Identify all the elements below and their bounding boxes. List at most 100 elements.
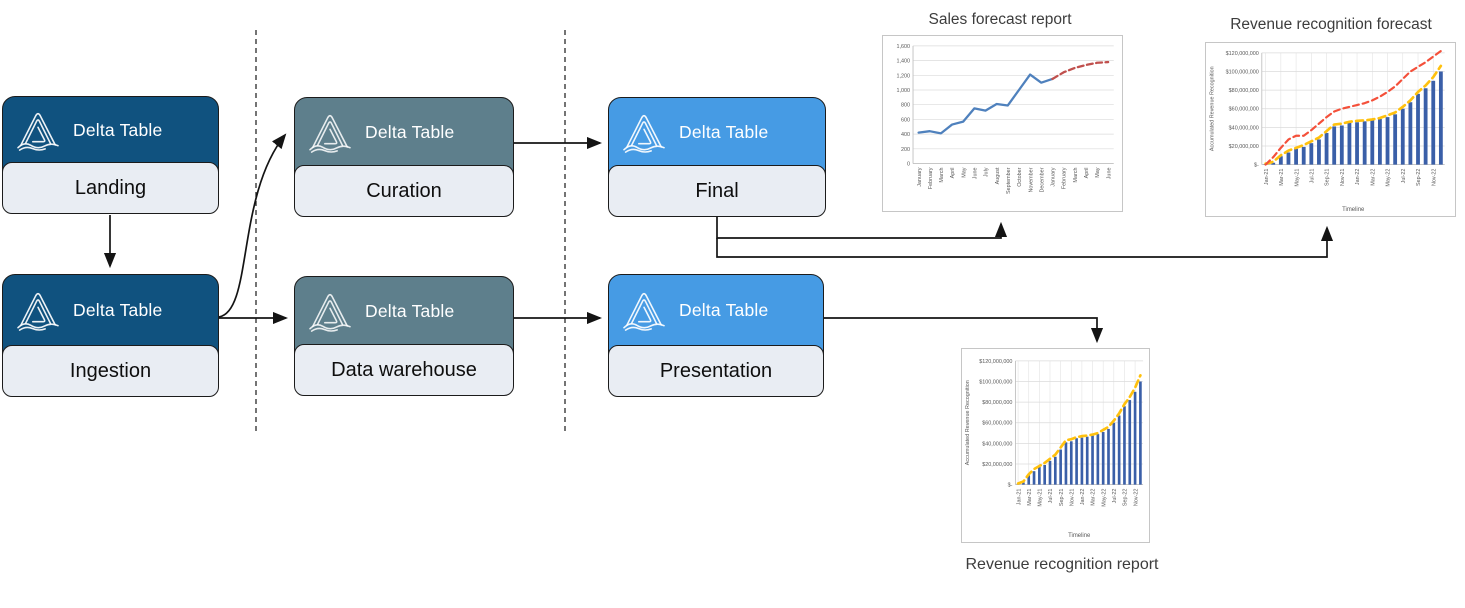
x-axis-tick-label: Mar-21 [1279, 169, 1285, 186]
node-data-warehouse: Delta Table Data warehouse [294, 276, 514, 396]
bar [1332, 126, 1337, 165]
bar [1324, 132, 1329, 165]
x-axis-tick-label: May-21 [1294, 169, 1300, 187]
delta-lake-logo-icon [309, 114, 351, 153]
y-axis-tick-label: 600 [901, 117, 910, 123]
bar [1085, 436, 1089, 485]
bar [1362, 121, 1367, 165]
forecast-chart-title: Revenue recognition forecast [1230, 16, 1432, 33]
node-presentation: Delta Table Presentation [608, 274, 824, 397]
y-axis-tick-label: $40,000,000 [1229, 125, 1259, 131]
arrow-final-to-forecast-chart [716, 225, 1334, 258]
bar [1091, 435, 1094, 485]
node-stage-label: Ingestion [2, 345, 219, 397]
node-header-label: Delta Table [679, 121, 769, 142]
x-axis-tick-label: Jan-22 [1080, 489, 1086, 506]
arrow-presentation-to-report-chart [824, 317, 1104, 344]
node-stage-label: Landing [2, 162, 219, 214]
bar [1139, 381, 1142, 485]
x-axis-tick-label: Sep-21 [1325, 169, 1331, 186]
x-axis-tick-label: March [1073, 167, 1079, 182]
x-axis-tick-label: Mar-22 [1370, 169, 1376, 186]
delta-lake-logo-icon [623, 292, 665, 331]
bar [1278, 156, 1283, 165]
node-header: Delta Table [609, 98, 825, 166]
x-axis-title: Timeline [1068, 533, 1091, 539]
y-axis-tick-label: 0 [907, 162, 910, 168]
x-axis-tick-label: May-22 [1101, 489, 1107, 507]
x-axis-tick-label: May [1095, 167, 1101, 178]
delta-lake-logo-icon [17, 112, 59, 151]
bar [1022, 482, 1025, 485]
y-axis-tick-label: 400 [901, 132, 910, 138]
node-landing: Delta Table Landing [2, 96, 219, 214]
y-axis-tick-label: $40,000,000 [982, 441, 1012, 447]
bar [1117, 415, 1121, 485]
y-axis-tick-label: 1,200 [896, 73, 910, 79]
bar [1309, 143, 1314, 165]
x-axis-tick-label: Nov-21 [1069, 489, 1075, 507]
x-axis-tick-label: June [973, 167, 979, 179]
bar [1378, 118, 1382, 165]
sales-forecast-chart: 02004006008001,0001,2001,4001,600January… [882, 35, 1123, 212]
delta-lake-logo-icon [17, 292, 59, 331]
bar [1069, 441, 1073, 485]
y-axis-tick-label: $80,000,000 [982, 400, 1012, 406]
bar [1123, 406, 1126, 485]
x-axis-tick-label: Mar-22 [1091, 489, 1097, 506]
node-curation: Delta Table Curation [294, 97, 514, 217]
bar [1347, 122, 1352, 165]
bar [1059, 449, 1062, 485]
bar [1096, 434, 1100, 485]
y-axis-tick-label: $60,000,000 [982, 421, 1012, 427]
x-axis-tick-label: January [1051, 167, 1057, 187]
x-axis-tick-label: Sep-22 [1416, 169, 1422, 186]
x-axis-tick-label: April [950, 167, 956, 178]
node-header: Delta Table [3, 97, 218, 163]
x-axis-tick-label: Jan-21 [1264, 169, 1270, 186]
x-axis-tick-label: Nov-21 [1340, 169, 1346, 186]
bar [1416, 93, 1420, 165]
y-axis-tick-label: 200 [901, 147, 910, 153]
x-axis-title: Timeline [1342, 207, 1365, 213]
x-axis-tick-label: December [1039, 167, 1045, 192]
x-axis-tick-label: February [1062, 167, 1068, 189]
arrow-final-to-sales-chart [716, 216, 1008, 239]
y-axis-tick-label: 800 [901, 103, 910, 109]
series-line [1264, 49, 1442, 166]
bar [1112, 422, 1116, 485]
x-axis-tick-label: August [995, 167, 1001, 184]
x-axis-tick-label: Nov-22 [1431, 169, 1437, 186]
bar [1370, 120, 1375, 165]
x-axis-tick-label: Mar-21 [1027, 489, 1033, 506]
sales-chart-title: Sales forecast report [928, 11, 1072, 28]
bar [1423, 88, 1428, 165]
node-header-label: Delta Table [679, 300, 769, 320]
x-axis-tick-label: April [1084, 167, 1090, 178]
x-axis-tick-label: Jul-22 [1401, 169, 1407, 184]
y-axis-tick-label: $60,000,000 [1229, 107, 1259, 113]
bar [1271, 162, 1276, 165]
x-axis-tick-label: Jul-22 [1112, 489, 1118, 504]
x-axis-tick-label: March [939, 167, 945, 182]
node-final: Delta Table Final [608, 97, 826, 217]
bar [1053, 456, 1057, 485]
node-ingestion: Delta Table Ingestion [2, 274, 219, 397]
delta-lake-logo-icon [309, 293, 351, 332]
bar [1128, 400, 1132, 485]
node-header-label: Delta Table [365, 300, 455, 321]
y-axis-tick-label: $100,000,000 [1226, 69, 1259, 75]
y-axis-tick-label: 1,000 [896, 88, 910, 94]
x-axis-tick-label: January [917, 167, 923, 187]
bar [1339, 125, 1344, 165]
y-axis-tick-label: $120,000,000 [1226, 51, 1259, 57]
bar [1317, 139, 1321, 165]
node-header-label: Delta Table [73, 119, 163, 140]
x-axis-tick-label: Jul-21 [1048, 489, 1054, 504]
bar [1107, 428, 1110, 485]
node-header: Delta Table [295, 277, 513, 345]
bar [1400, 108, 1405, 165]
revenue-recognition-report-chart: $-$20,000,000$40,000,000$60,000,000$80,0… [961, 348, 1150, 543]
y-axis-tick-label: 1,600 [896, 44, 910, 50]
x-axis-tick-label: Jul-21 [1310, 169, 1316, 184]
